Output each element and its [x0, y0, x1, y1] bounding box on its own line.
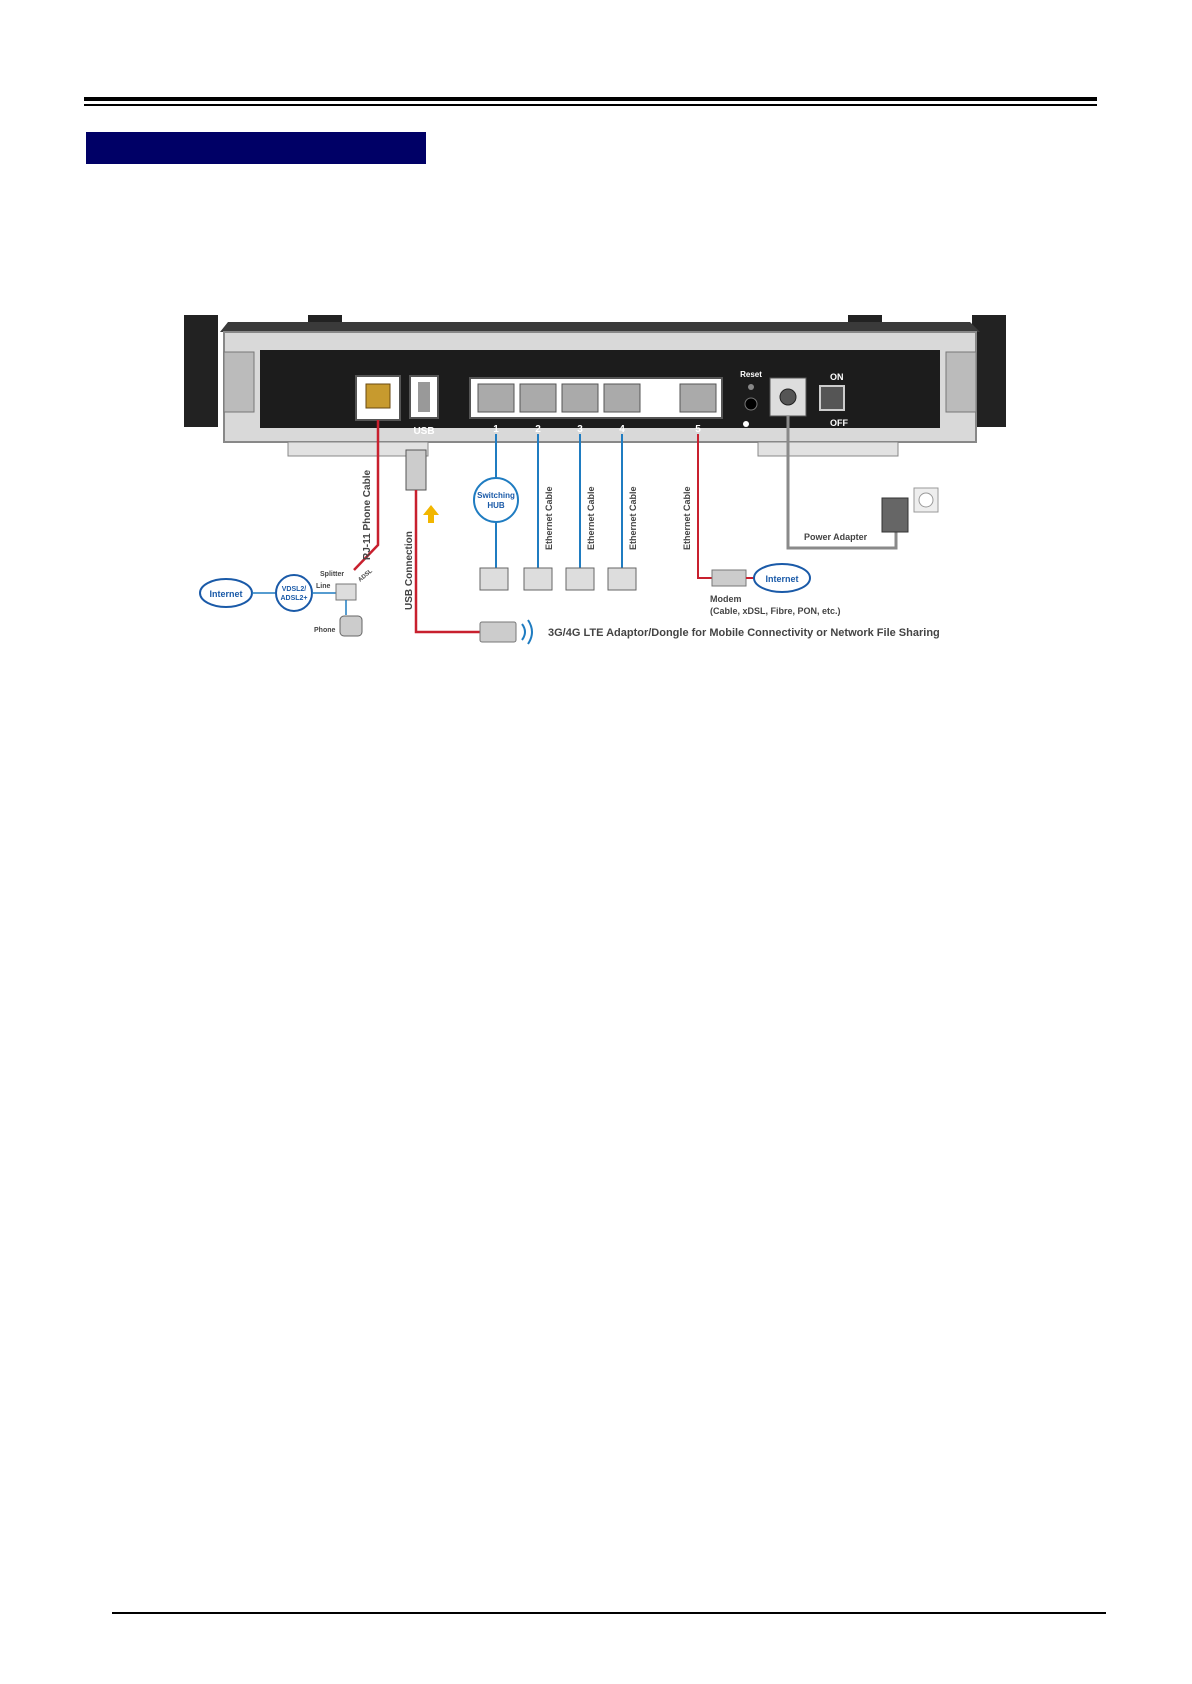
wireless-signal-icon	[521, 619, 533, 645]
ethernet-cable-4-label: Ethernet Cable	[628, 486, 638, 550]
switching-hub-label-2: HUB	[487, 501, 505, 510]
header-rule	[84, 97, 1097, 101]
pc-icon	[607, 567, 637, 591]
lan-port-4[interactable]	[603, 383, 641, 413]
router-foot-right	[757, 441, 899, 457]
vdsl-label-2: ADSL2+	[280, 595, 307, 602]
pc-icon	[479, 567, 509, 591]
reset-button[interactable]	[748, 384, 754, 390]
power-adapter-icon	[881, 497, 909, 533]
usb-port-slot	[418, 382, 430, 412]
dsl-port-jack	[365, 383, 391, 409]
power-switch[interactable]	[819, 385, 845, 411]
usb-arrow-icon	[423, 505, 439, 523]
modem-types-label: (Cable, xDSL, Fibre, PON, etc.)	[710, 606, 841, 616]
router-foot-left	[287, 441, 429, 457]
footer-rule	[112, 1612, 1106, 1614]
pc-icon	[523, 567, 553, 591]
power-jack-socket	[779, 388, 797, 406]
wall-outlet-socket	[918, 492, 934, 508]
ethernet-cable-5-label: Ethernet Cable	[682, 486, 692, 550]
lan-port-3-label: 3	[577, 424, 583, 435]
pc-icon	[565, 567, 595, 591]
usb-port-label: USB	[413, 426, 434, 437]
switching-hub	[473, 477, 519, 523]
ethernet-cable-5	[697, 434, 712, 579]
router-connection-diagram: USB 1 2 3 4 5 Reset ON OFF RJ-11 Phone C…	[184, 315, 1006, 645]
power-cable	[786, 416, 898, 550]
lan-port-4-label: 4	[619, 424, 625, 435]
antenna-right-outer	[972, 315, 1006, 427]
ethernet-cable-2-label: Ethernet Cable	[544, 486, 554, 550]
phone-label: Phone	[314, 627, 335, 634]
lte-dongle	[479, 621, 517, 643]
lan-port-5[interactable]	[679, 383, 717, 413]
section-banner	[86, 132, 426, 164]
antenna-left-outer	[184, 315, 218, 427]
usb-plug	[405, 449, 427, 491]
router-side-left	[223, 351, 255, 413]
rj11-cable	[353, 420, 380, 571]
splitter-icon	[335, 583, 357, 601]
lan-port-2[interactable]	[519, 383, 557, 413]
lan-port-1-label: 1	[493, 424, 499, 435]
line-label: Line	[316, 583, 330, 590]
internet-left-label: Internet	[209, 589, 242, 599]
usb-cable	[414, 490, 480, 634]
lan-port-3[interactable]	[561, 383, 599, 413]
lan-port-1[interactable]	[477, 383, 515, 413]
ethernet-cable-3-label: Ethernet Cable	[586, 486, 596, 550]
lan-port-5-label: 5	[695, 424, 701, 435]
power-on-label: ON	[830, 372, 844, 382]
modem-icon	[711, 569, 747, 587]
router-top-edge	[220, 322, 980, 332]
dongle-label: 3G/4G LTE Adaptor/Dongle for Mobile Conn…	[548, 627, 940, 639]
internet-right-label: Internet	[765, 574, 798, 584]
vdsl-label-1: VDSL2/	[282, 586, 307, 593]
vdsl-adsl-node	[275, 574, 313, 612]
router-side-right	[945, 351, 977, 413]
reset-label: Reset	[740, 370, 762, 379]
power-off-label: OFF	[830, 418, 848, 428]
phone-icon	[339, 615, 363, 637]
switching-hub-label-1: Switching	[477, 491, 515, 500]
internet-cloud-right	[753, 563, 811, 593]
lan-port-2-label: 2	[535, 424, 541, 435]
wps-button[interactable]	[744, 397, 758, 411]
modem-label: Modem	[710, 594, 742, 604]
adsl-label: ADSL	[357, 568, 374, 583]
usb-connection-label: USB Connection	[404, 531, 415, 610]
header-rule-thin	[84, 104, 1097, 106]
rj11-cable-label: RJ-11 Phone Cable	[362, 470, 373, 560]
wifi-icon	[743, 421, 749, 427]
power-adapter-label: Power Adapter	[804, 532, 868, 542]
splitter-label: Splitter	[320, 571, 344, 578]
